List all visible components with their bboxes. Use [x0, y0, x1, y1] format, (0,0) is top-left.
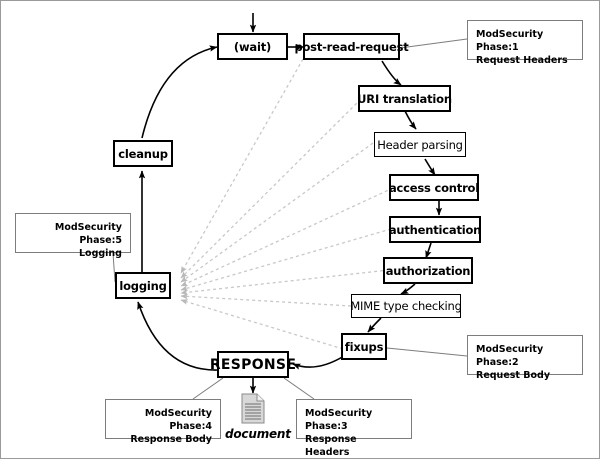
node-authorization[interactable]: authorization [383, 257, 473, 284]
node-response-label: RESPONSE [209, 356, 297, 373]
node-uri-translation-label: URI translation [357, 91, 452, 106]
annotation-phase-4-line2: Response Body [130, 434, 212, 445]
node-fixups-label: fixups [344, 339, 384, 354]
node-header-parsing[interactable]: Header parsing [374, 132, 466, 157]
document-label: document [225, 427, 291, 441]
node-access-control-label: access control [389, 180, 480, 195]
solid-flow-edges [137, 13, 443, 394]
node-authentication-label: authentication [388, 222, 482, 237]
annotation-phase-4: ModSecurity Phase:4 Response Body [105, 399, 221, 445]
annotation-phase-3-line2: Response Headers [305, 434, 357, 458]
node-mime-type-checking[interactable]: MIME type checking [350, 294, 462, 318]
document-output: document [225, 393, 291, 441]
annotation-phase-5-line2: Logging [78, 248, 122, 259]
node-cleanup-label: cleanup [118, 146, 168, 161]
node-authorization-label: authorization [385, 263, 471, 278]
annotation-phase-1-line2: Request Headers [476, 55, 568, 66]
node-authentication[interactable]: authentication [389, 216, 481, 243]
node-post-read-request-label: post-read-request [294, 39, 409, 54]
node-wait-label: (wait) [233, 39, 272, 54]
annotation-phase-2-line1: ModSecurity Phase:2 [476, 344, 544, 368]
annotation-phase-5: ModSecurity Phase:5 Logging [15, 213, 131, 259]
node-logging[interactable]: logging [115, 272, 171, 299]
node-fixups[interactable]: fixups [341, 333, 387, 360]
node-logging-label: logging [119, 278, 167, 293]
node-post-read-request[interactable]: post-read-request [294, 33, 409, 60]
annotation-phase-1-line1: ModSecurity Phase:1 [476, 29, 544, 53]
annotation-phase-2: ModSecurity Phase:2 Request Body [467, 335, 583, 381]
node-wait[interactable]: (wait) [217, 33, 288, 60]
node-response[interactable]: RESPONSE [210, 351, 296, 378]
node-uri-translation[interactable]: URI translation [357, 85, 452, 112]
annotation-phase-4-line1: ModSecurity Phase:4 [144, 408, 212, 432]
node-cleanup[interactable]: cleanup [113, 140, 173, 167]
node-access-control[interactable]: access control [389, 174, 479, 201]
annotation-phase-3: ModSecurity Phase:3 Response Headers [296, 399, 412, 458]
annotation-phase-3-line1: ModSecurity Phase:3 [305, 408, 373, 432]
document-icon [240, 393, 266, 425]
node-mime-type-checking-label: MIME type checking [350, 299, 462, 313]
node-header-parsing-label: Header parsing [377, 137, 463, 152]
annotation-phase-5-line1: ModSecurity Phase:5 [54, 222, 122, 246]
annotation-phase-2-line2: Request Body [476, 370, 551, 381]
annotation-phase-1: ModSecurity Phase:1 Request Headers [467, 20, 583, 66]
